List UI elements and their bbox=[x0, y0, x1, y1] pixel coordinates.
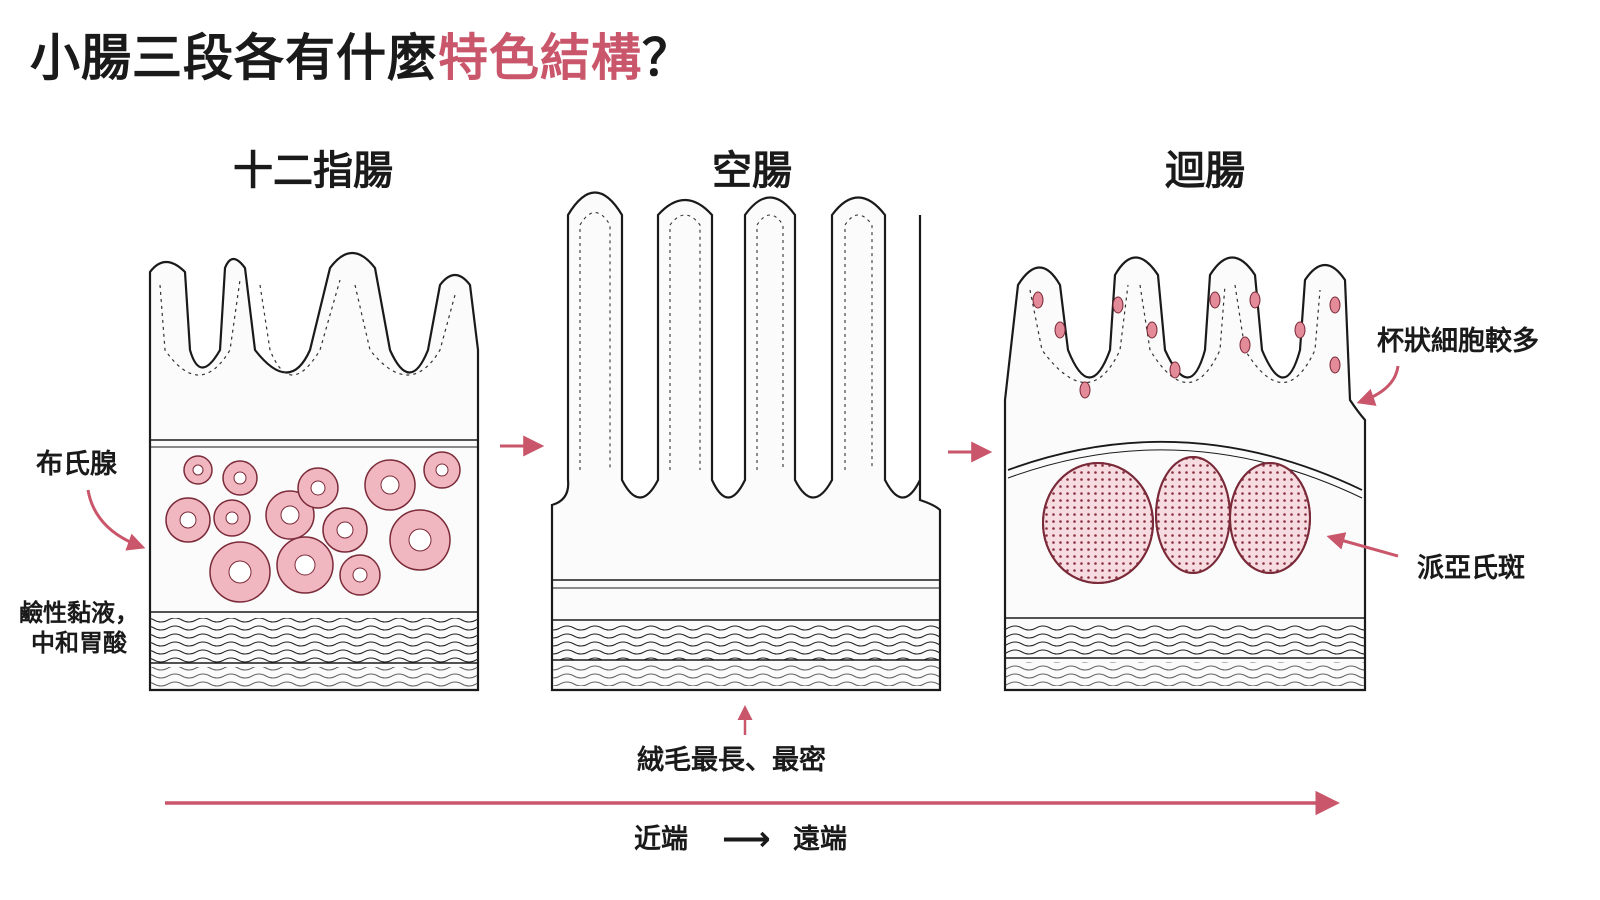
goblet-cell bbox=[1294, 321, 1306, 339]
distal-label: 遠端 bbox=[793, 824, 847, 855]
brunner-pointer-arrow bbox=[86, 489, 146, 551]
goblet-cell bbox=[1249, 291, 1261, 309]
brunner-gland-label: 布氏腺 bbox=[36, 449, 117, 480]
jejunum-title: 空腸 bbox=[712, 148, 792, 194]
proximal-label: 近端 bbox=[634, 824, 688, 855]
ileum-panel bbox=[1003, 256, 1367, 692]
goblet-cell-label: 杯狀細胞較多 bbox=[1377, 326, 1539, 357]
gradient-arrow-glyph: ⟶ bbox=[722, 819, 771, 859]
peyer-pointer-arrow bbox=[1326, 532, 1399, 558]
goblet-cell bbox=[1239, 336, 1251, 354]
goblet-cell bbox=[1079, 381, 1091, 399]
title-suffix: ？ bbox=[642, 29, 693, 87]
goblet-cell bbox=[1032, 291, 1044, 309]
goblet-cell bbox=[1146, 321, 1158, 339]
peyer-patch-label: 派亞氏斑 bbox=[1417, 553, 1525, 584]
brunner-glands bbox=[165, 451, 461, 603]
ileum-title: 迴腸 bbox=[1165, 148, 1245, 194]
duodenum-panel bbox=[148, 252, 480, 692]
jejunum-panel bbox=[550, 191, 942, 692]
villi-label: 絨毛最長、最密 bbox=[637, 745, 826, 776]
goblet-cell bbox=[1209, 291, 1221, 309]
title-prefix: 小腸三段各有什麼 bbox=[30, 29, 438, 87]
jejunum-tissue-outline bbox=[550, 191, 942, 692]
mucus-label-line1: 鹼性黏液， bbox=[19, 599, 139, 627]
goblet-cell bbox=[1169, 361, 1181, 379]
peyer-patches bbox=[1042, 456, 1311, 584]
goblet-cell bbox=[1112, 296, 1124, 314]
goblet-pointer-arrow bbox=[1356, 365, 1400, 406]
title-highlight: 特色結構 bbox=[438, 29, 642, 87]
duodenum-title: 十二指腸 bbox=[233, 148, 393, 194]
goblet-cell bbox=[1329, 296, 1341, 314]
goblet-cells bbox=[1032, 291, 1341, 399]
page-title: 小腸三段各有什麼特色結構？ bbox=[30, 18, 693, 90]
goblet-cell bbox=[1329, 356, 1341, 374]
mucus-label-line2: 中和胃酸 bbox=[31, 629, 127, 657]
goblet-cell bbox=[1054, 321, 1066, 339]
